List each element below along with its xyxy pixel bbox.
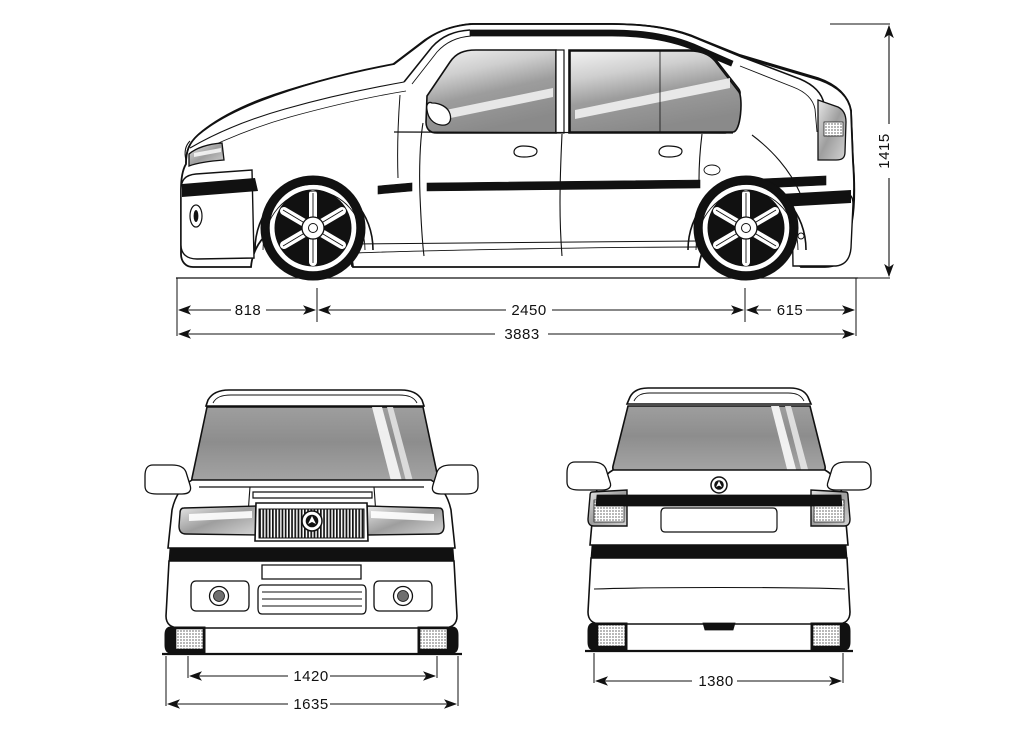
rear-exhaust-cutout <box>702 622 736 631</box>
side-front-wheel <box>260 175 366 281</box>
side-front-wheel-arch-inner <box>262 190 366 251</box>
side-beltline <box>393 131 734 134</box>
side-elevation-view <box>176 23 858 281</box>
side-front-fog-lamp-core <box>193 210 199 222</box>
side-rear-window-glass <box>569 50 742 133</box>
side-rubbing-strip-doors <box>426 179 701 192</box>
front-right-foglamp-lens <box>397 590 409 602</box>
side-roof-rail <box>469 29 734 67</box>
side-rear-badge <box>797 232 805 240</box>
side-rear-wheel-arch <box>687 183 807 251</box>
rear-elevation-view <box>566 387 872 653</box>
side-dimension-group: 818 2450 615 3883 1415 <box>176 23 894 343</box>
dim-label-overall-height: 1415 <box>876 133 893 168</box>
dim-label-overall-width: 1635 <box>293 696 328 713</box>
dim-label-rear-overhang: 615 <box>777 302 804 319</box>
rear-roof <box>625 387 813 405</box>
rear-screen-highlight-a <box>771 406 797 473</box>
rear-dimension-group: 1380 <box>593 653 844 690</box>
front-left-mirror <box>144 464 192 495</box>
front-left-headlamp-highlight <box>189 511 252 521</box>
front-centre-intake <box>261 564 362 580</box>
side-roof-upper <box>472 23 743 58</box>
side-fuel-filler-cap <box>703 164 721 176</box>
side-front-window-highlight <box>436 88 553 121</box>
side-front-door-shut <box>419 122 425 257</box>
rear-right-mirror <box>826 461 872 491</box>
front-roof-inner <box>212 394 418 404</box>
rear-bumper-crease <box>593 586 846 590</box>
rear-left-tyre-shading <box>597 624 626 647</box>
dim-label-wheelbase: 2450 <box>511 302 546 319</box>
side-windscreen <box>403 29 471 83</box>
front-right-headlamp-highlight <box>371 511 434 521</box>
rear-bumper <box>587 557 851 625</box>
side-d-pillar-inner <box>739 65 818 133</box>
side-sill-line <box>351 240 699 245</box>
side-rear-window-highlight <box>575 78 730 119</box>
rear-skoda-badge-arrow <box>716 481 722 487</box>
front-bonnet-lip <box>252 491 373 499</box>
front-dimension-group: 1420 1635 <box>165 656 459 713</box>
front-windscreen-highlight-a <box>372 407 403 485</box>
side-front-door-handle <box>513 145 538 158</box>
side-rubbing-strip <box>377 182 413 195</box>
dim-label-rear-track-width: 1380 <box>698 673 733 690</box>
side-front-wing-seam <box>397 94 401 179</box>
front-lower-intake-slats <box>262 591 362 607</box>
dim-label-overall-length: 3883 <box>504 326 539 343</box>
side-lower-crease <box>356 246 698 254</box>
side-door-mirror <box>426 101 452 126</box>
dim-label-track-width: 1420 <box>293 668 328 685</box>
side-rear-wheel <box>693 175 799 281</box>
front-elevation-view <box>144 389 479 656</box>
side-hood-line <box>189 81 405 149</box>
side-front-bumper-strip <box>182 178 258 197</box>
rear-licence-plate-recess <box>660 507 778 533</box>
side-rear-bumper-strip <box>780 190 851 207</box>
side-grille-nose <box>184 140 191 161</box>
front-lower-intake <box>257 584 367 615</box>
side-rear-lamp-reflector <box>823 121 844 137</box>
side-rear-wheel-arch-inner <box>695 190 799 251</box>
side-front-wheel-arch <box>254 183 374 251</box>
front-windscreen-highlight-b <box>387 407 414 485</box>
front-left-tyre-shading <box>175 628 204 650</box>
rear-right-tyre-shading <box>812 624 841 647</box>
front-roof <box>204 389 426 407</box>
rear-screen-highlight-b <box>785 406 809 473</box>
rear-roof-inner <box>633 392 805 402</box>
side-windscreen-inner <box>411 35 472 85</box>
front-left-foglamp-lens <box>213 590 225 602</box>
rear-bumper-upper-band <box>590 544 848 559</box>
side-rear-door-handle <box>658 145 683 158</box>
dim-label-front-overhang: 818 <box>235 302 262 319</box>
front-right-mirror <box>431 464 479 495</box>
side-hatch-shutline <box>751 134 801 194</box>
side-b-pillar <box>555 49 565 134</box>
front-right-tyre-shading <box>419 628 448 650</box>
side-rear-door-trailing-edge <box>698 133 703 181</box>
rear-tailgate-strip <box>595 494 843 507</box>
rear-left-mirror <box>566 461 612 491</box>
side-headlamp-highlight <box>194 148 221 157</box>
front-skoda-badge-arrow <box>308 516 316 524</box>
front-bumper-upper-band <box>168 547 455 562</box>
